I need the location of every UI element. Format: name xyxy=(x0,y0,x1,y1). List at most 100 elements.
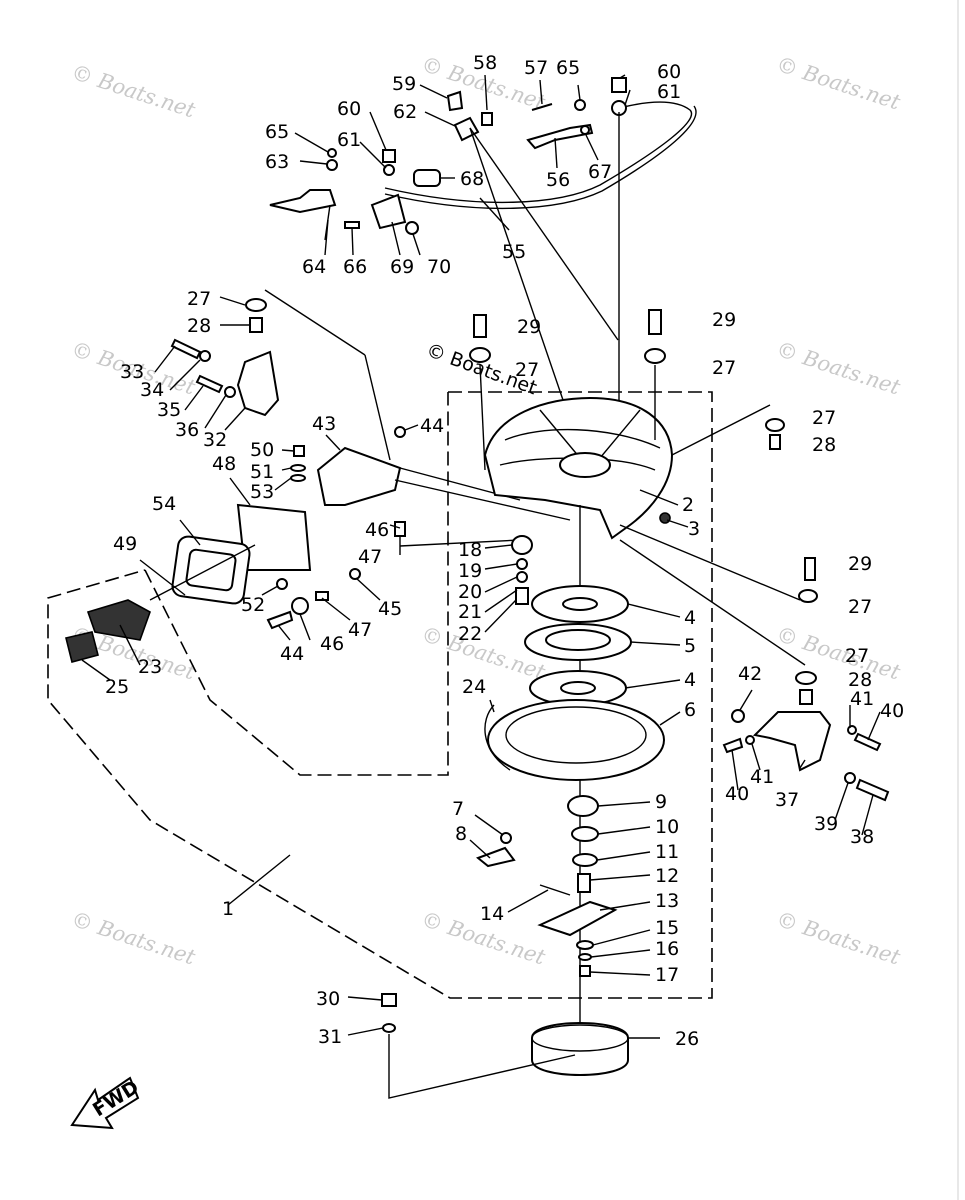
grommet-27-center xyxy=(644,348,666,364)
handle-assembly-outline xyxy=(144,392,449,776)
callout-label: 55 xyxy=(502,241,526,263)
callout-label: 56 xyxy=(546,169,570,191)
spring-5-inner xyxy=(545,629,611,651)
callout-label: 41 xyxy=(750,766,774,788)
washer-41-right xyxy=(847,725,857,735)
callout-label: 17 xyxy=(655,964,679,986)
callout-label: 3 xyxy=(688,518,700,540)
screw-17 xyxy=(579,965,591,977)
watermark: © Boats.net xyxy=(773,52,903,115)
rope-24 xyxy=(484,704,511,771)
leader-29 xyxy=(479,364,486,471)
washer-34 xyxy=(199,350,211,362)
assembly-outlines xyxy=(47,391,713,999)
callout-label: 38 xyxy=(850,826,874,848)
callout-label: 65 xyxy=(265,121,289,143)
bracket-32 xyxy=(236,350,280,417)
washer-41-left xyxy=(745,735,755,745)
nut-45 xyxy=(349,568,361,580)
callout-leaders xyxy=(81,74,881,1039)
callout-label: 34 xyxy=(140,379,164,401)
callout-label: 61 xyxy=(337,129,361,151)
bolt-29-upper xyxy=(648,309,662,335)
callout-label: 41 xyxy=(850,688,874,710)
callout-label: 29 xyxy=(517,316,541,338)
spring-7 xyxy=(500,832,512,844)
bracket-37-group xyxy=(469,309,890,802)
callout-label: 14 xyxy=(480,903,504,925)
bracket-68 xyxy=(413,169,441,187)
bolt-44-upper xyxy=(394,426,406,438)
plate-13 xyxy=(537,900,618,937)
callout-label: 46 xyxy=(365,519,389,541)
leader-2-to-27 xyxy=(619,524,801,601)
nut-65-right xyxy=(574,99,586,111)
grommet-27-mid xyxy=(798,589,818,603)
callout-label: 60 xyxy=(657,61,681,83)
callout-label: 39 xyxy=(814,813,838,835)
callout-label: 27 xyxy=(845,645,869,667)
callout-label: 64 xyxy=(302,256,326,278)
callout-label: 20 xyxy=(458,581,482,603)
callout-label: 21 xyxy=(458,601,482,623)
callout-label: 27 xyxy=(515,359,539,381)
callout-label: 15 xyxy=(655,917,679,939)
bolt-33 xyxy=(170,338,202,360)
nut-3 xyxy=(659,512,671,524)
plate-4-upper-hole xyxy=(562,597,598,611)
bolt-30 xyxy=(381,993,397,1007)
callout-label: 48 xyxy=(212,453,236,475)
joint-59 xyxy=(446,90,464,112)
callout-label: 6 xyxy=(684,699,696,721)
callout-label: 67 xyxy=(588,161,612,183)
callout-label: 29 xyxy=(848,553,872,575)
callout-label: 31 xyxy=(318,1026,342,1048)
collar-28 xyxy=(249,317,263,333)
watermark: © Boats.net xyxy=(773,907,903,970)
leader-30-31 xyxy=(388,1034,576,1099)
callout-label: 44 xyxy=(280,643,304,665)
leader-46-47 xyxy=(399,539,521,547)
callout-label: 4 xyxy=(684,607,696,629)
callout-label: 11 xyxy=(655,841,679,863)
bolt-40-right xyxy=(853,732,882,752)
leader-27-to-cover xyxy=(264,289,366,356)
callout-label: 19 xyxy=(458,560,482,582)
fwd-arrow-icon xyxy=(70,1076,140,1130)
bolt-60-left xyxy=(382,149,396,163)
cable-55-inner xyxy=(384,105,697,210)
callout-label: 27 xyxy=(848,596,872,618)
leader-27-right xyxy=(671,404,771,456)
rope-49 xyxy=(149,544,256,601)
callout-label: 62 xyxy=(393,101,417,123)
rubber-18 xyxy=(511,535,533,555)
callout-label: 22 xyxy=(458,623,482,645)
callout-label: 28 xyxy=(812,434,836,456)
bolt-47-lower xyxy=(315,591,329,601)
callout-label: 61 xyxy=(657,81,681,103)
callout-labels: 1 2 3 4 5 4 6 7 8 9 10 11 12 13 14 15 16… xyxy=(105,52,904,1050)
bush-46-upper xyxy=(394,521,406,537)
bracket-32-group xyxy=(170,289,391,461)
callout-label: 23 xyxy=(138,656,162,678)
callout-label: 27 xyxy=(187,288,211,310)
washer-67 xyxy=(580,125,590,135)
callout-label: 4 xyxy=(684,669,696,691)
callout-label: 47 xyxy=(358,546,382,568)
grommet-27-top xyxy=(245,298,267,312)
washer-15 xyxy=(576,940,594,950)
callout-label: 35 xyxy=(157,399,181,421)
link-43 xyxy=(316,446,402,506)
washer-39 xyxy=(844,772,856,784)
lever-64 xyxy=(269,189,337,214)
leader-27-cover-b xyxy=(364,354,391,461)
callout-label: 69 xyxy=(390,256,414,278)
bolt-44-lower xyxy=(266,610,294,630)
grip-23 xyxy=(86,599,151,641)
callout-label: 54 xyxy=(152,493,176,515)
recoil-starter-group xyxy=(381,364,806,1099)
lever-56 xyxy=(526,123,594,150)
callout-label: 52 xyxy=(241,594,265,616)
clip-70 xyxy=(405,221,419,235)
